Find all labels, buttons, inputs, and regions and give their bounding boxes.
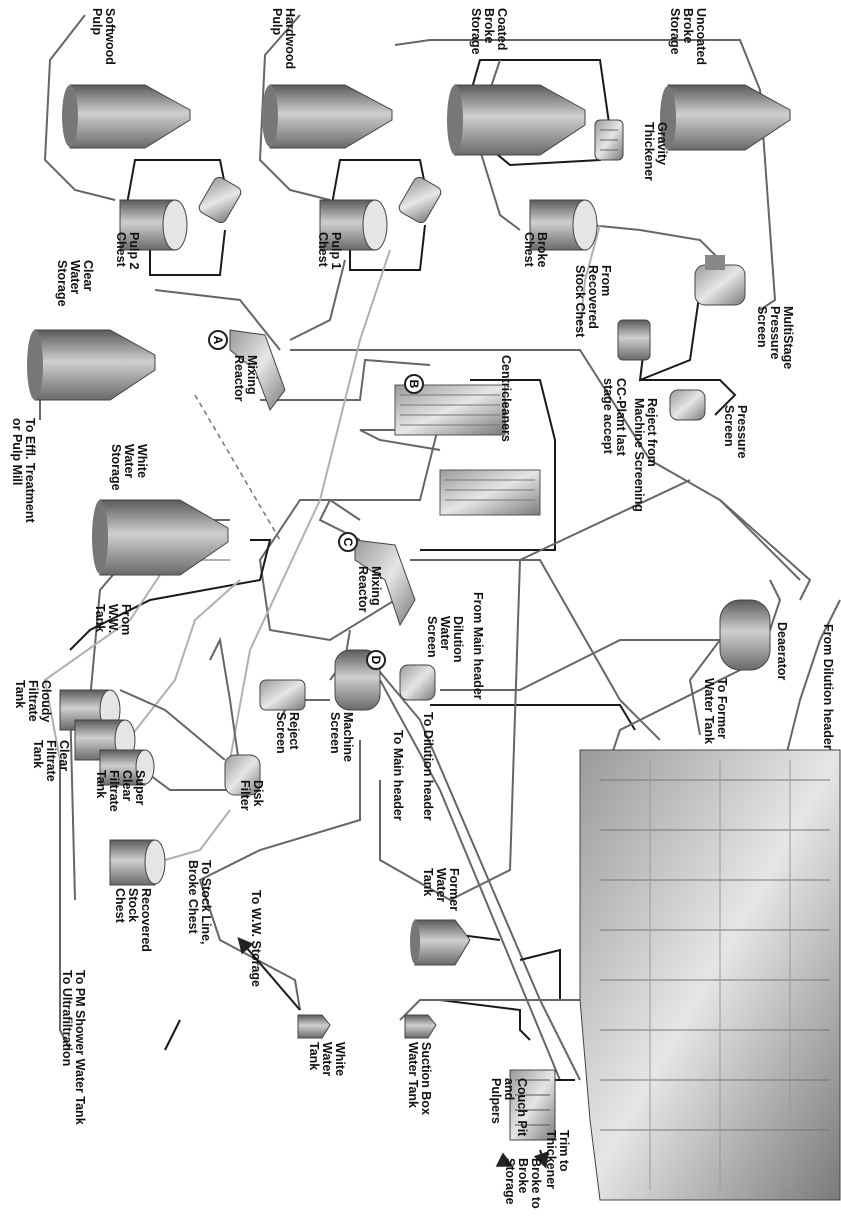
pulp2-chest-label: Pulp 2 Chest bbox=[114, 232, 140, 270]
coated-broke-silo bbox=[447, 85, 585, 155]
recovered-stock-chest bbox=[110, 840, 165, 885]
pressure-screen-label: Pressure Screen bbox=[722, 405, 748, 459]
to-ww-storage-label: To W.W. Storage bbox=[249, 890, 262, 987]
clear-water-silo bbox=[27, 330, 155, 400]
to-main-header-label: To Main header bbox=[391, 730, 404, 821]
marker-a: A bbox=[208, 330, 228, 350]
pulp2-pump bbox=[197, 175, 243, 225]
softwood-pulp-silo bbox=[62, 85, 190, 148]
white-water-silo bbox=[92, 500, 228, 575]
hardwood-pulp-label: Hardwood Pulp bbox=[270, 8, 296, 69]
reject-screen bbox=[260, 680, 305, 710]
super-clear-label: Super Clear Filtrate Tank bbox=[94, 770, 146, 812]
hardwood-pulp-silo bbox=[262, 85, 392, 148]
suction-box-label: Suction Box Water Tank bbox=[406, 1042, 432, 1115]
from-ww-tank-label: From W.W. Tank bbox=[93, 604, 132, 635]
mixing-reactor-c-label: Mixing Reactor bbox=[356, 566, 382, 613]
disk-filter-label: Disk Filter bbox=[238, 780, 264, 811]
gravity-thickener-label: Gravity Thickener bbox=[642, 122, 668, 181]
centricleaners-stage2 bbox=[440, 470, 540, 515]
deaerator-label: Deaerator bbox=[775, 622, 788, 680]
deaerator bbox=[720, 600, 770, 670]
pressure-screen bbox=[670, 390, 705, 420]
former-water-tank-label: Former Water Tank bbox=[421, 868, 460, 911]
clear-filtrate-label: Clear Filtrate Tank bbox=[31, 740, 70, 782]
cloudy-filtrate-label: Cloudy Filtrate Tank bbox=[13, 680, 52, 722]
to-dilution-header-label: To Dilution header bbox=[421, 712, 434, 821]
from-recovered-label: From Recovered Stock Chest bbox=[573, 265, 612, 337]
gravity-thickener bbox=[595, 120, 623, 160]
broke-to-storage-label: Broke to Broke Storage bbox=[503, 1158, 542, 1209]
mixing-reactor-a-label: Mixing Reactor bbox=[232, 355, 258, 402]
white-water-tank bbox=[298, 1015, 330, 1038]
from-dilution-header-label: From Dilution header bbox=[821, 624, 834, 750]
uncoated-broke-label: Uncoated Broke Storage bbox=[668, 8, 707, 65]
clear-water-storage-label: Clear Water Storage bbox=[55, 260, 94, 307]
pulp1-chest-label: Pulp 1 Chest bbox=[316, 232, 342, 270]
marker-d: D bbox=[366, 650, 386, 670]
softwood-pulp-label: Softwood Pulp bbox=[90, 8, 116, 65]
centricleaners-label: Centricleaners bbox=[499, 355, 512, 442]
recovered-stock-label: Recovered Stock Chest bbox=[113, 888, 152, 952]
to-pm-shower-label: To PM Shower Water Tank To Ultrafiltrati… bbox=[60, 970, 86, 1125]
cc-plant-label: CC-Plant last stage accept bbox=[601, 378, 627, 456]
suction-box-water-tank bbox=[405, 1015, 436, 1038]
cc-plant-tank bbox=[618, 320, 650, 360]
multistage-pressure-screen bbox=[695, 255, 745, 305]
pulp1-pump bbox=[397, 175, 443, 225]
machine-screen-label: Machine Screen bbox=[328, 712, 354, 762]
to-stock-line-label: To Stock Line, Broke Chest bbox=[186, 860, 212, 945]
uncoated-broke-silo bbox=[660, 85, 790, 150]
couch-pit-label: Couch Pit and Pulpers bbox=[489, 1078, 528, 1136]
dilution-water-screen bbox=[400, 665, 435, 700]
coated-broke-label: Coated Broke Storage bbox=[469, 8, 508, 55]
from-main-header-label: From Main header bbox=[471, 592, 484, 700]
dilution-water-screen-label: Dilution Water Screen bbox=[425, 616, 464, 663]
former-water-tank bbox=[410, 920, 470, 965]
paper-machine bbox=[580, 750, 840, 1200]
white-water-storage-label: White Water Storage bbox=[109, 444, 148, 491]
to-former-water-tank-label: To Former Water Tank bbox=[702, 678, 728, 744]
reject-screen-label: Reject Screen bbox=[274, 712, 300, 754]
marker-c: C bbox=[338, 532, 358, 552]
white-water-tank-label: White Water Tank bbox=[307, 1042, 346, 1076]
marker-b: B bbox=[404, 374, 424, 394]
reject-machine-screening-label: Reject from Machine Screening bbox=[632, 398, 658, 512]
broke-chest-label: Broke Chest bbox=[522, 232, 548, 267]
trim-thickener-label: Trim to Thickener bbox=[544, 1130, 570, 1189]
to-effl-label: To Effl. Treatment or Pulp Mill bbox=[10, 418, 36, 523]
multistage-screen-label: MultiStage Pressure Screen bbox=[755, 306, 794, 369]
